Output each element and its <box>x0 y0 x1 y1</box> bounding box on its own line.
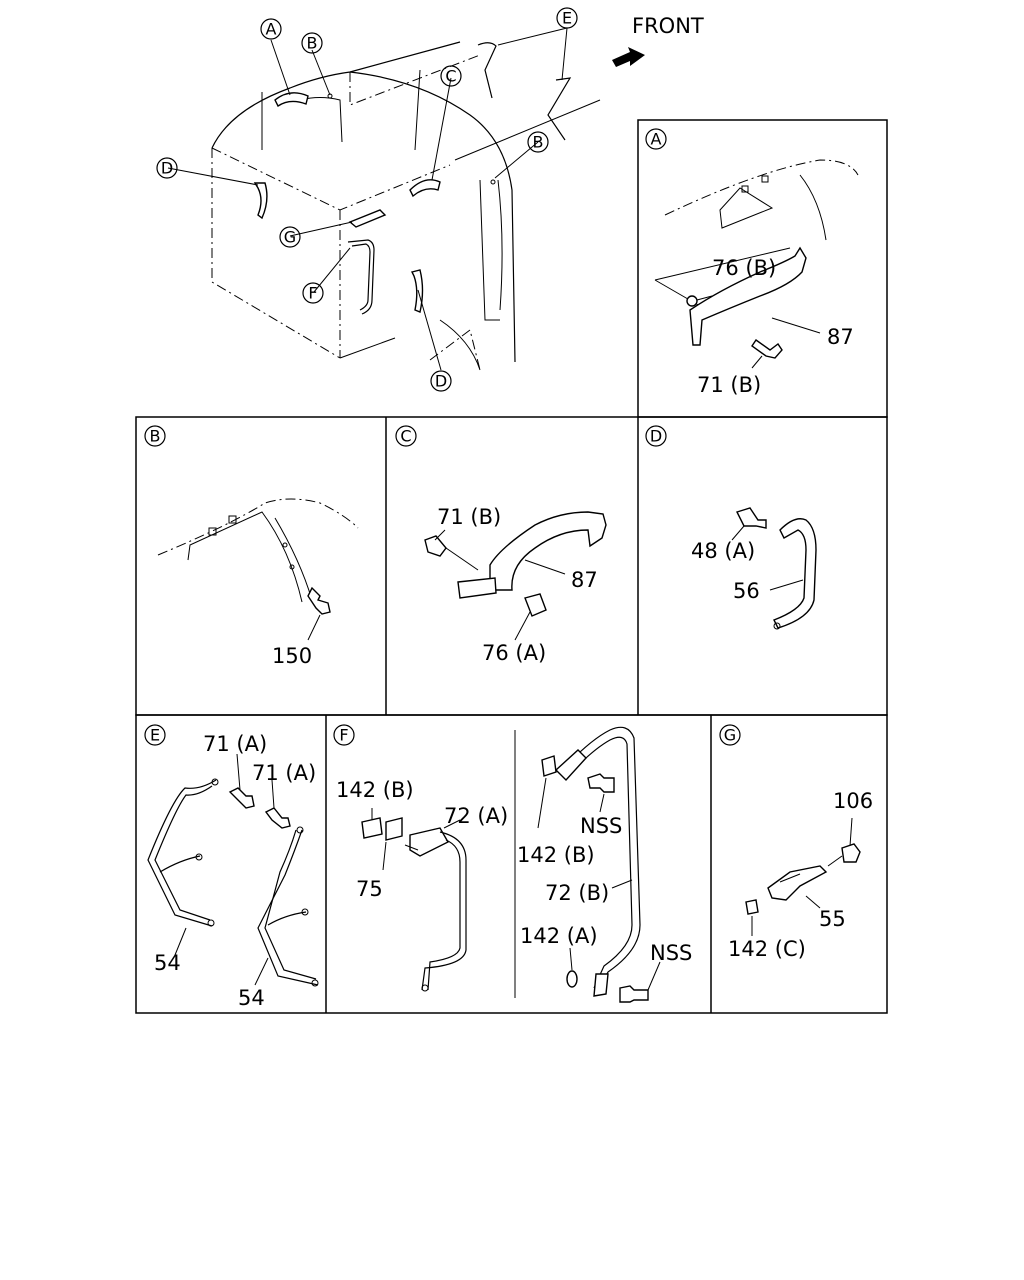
panel-frames <box>135 119 888 1014</box>
detail-panel-d: D 48 (A) 56 <box>645 425 817 630</box>
panel-e-label-71a-left: 71 (A) <box>203 732 267 756</box>
panel-f-label-72b: 72 (B) <box>545 881 609 905</box>
panel-f-label-142a: 142 (A) <box>520 924 598 948</box>
panel-b-letter: B <box>144 425 166 447</box>
overview-callout-e: E <box>556 7 578 29</box>
overview-callout-d-left: D <box>156 157 178 179</box>
front-label: FRONT <box>632 14 704 38</box>
overview-callout-d-bottom-text: D <box>435 372 447 391</box>
panel-c-letter: C <box>395 425 417 447</box>
overview-callout-d-bottom: D <box>430 370 452 392</box>
panel-g-label-106: 106 <box>833 789 873 813</box>
panel-f-label-142b-left: 142 (B) <box>336 778 414 802</box>
panel-g-letter-text: G <box>724 726 736 745</box>
overview-callout-b-top: B <box>301 32 323 54</box>
cab-overview: A B C D E B G F <box>156 7 601 392</box>
panel-a-letter-text: A <box>651 130 662 149</box>
panel-c-label-71b: 71 (B) <box>437 505 501 529</box>
panel-a-label-71b: 71 (B) <box>697 373 761 397</box>
panel-d-letter: D <box>645 425 667 447</box>
panel-e-letter: E <box>144 724 166 746</box>
overview-callout-b-top-text: B <box>307 34 318 53</box>
overview-callout-f: F <box>302 282 324 304</box>
overview-callout-g: G <box>279 226 301 248</box>
panel-f-label-142b-right: 142 (B) <box>517 843 595 867</box>
overview-callout-d-left-text: D <box>161 159 173 178</box>
panel-c-label-76a: 76 (A) <box>482 641 546 665</box>
detail-panel-a: A 76 (B) 87 71 (B) <box>645 128 859 397</box>
panel-e-letter-text: E <box>150 726 160 745</box>
overview-callout-c-text: C <box>445 67 456 86</box>
detail-panel-e: E 71 (A) 71 (A) 54 54 <box>144 724 319 1010</box>
panel-f-label-nss-top: NSS <box>580 814 622 838</box>
overview-callout-b-right: B <box>527 131 549 153</box>
overview-callout-e-text: E <box>562 9 572 28</box>
panel-f-letter: F <box>333 724 355 746</box>
overview-callout-b-right-text: B <box>533 133 544 152</box>
overview-callout-a: A <box>260 18 282 40</box>
detail-panel-f: F 142 (B) 72 (A) 75 142 (B) NSS 72 (B) 1… <box>333 724 692 1003</box>
panel-c-label-87: 87 <box>571 568 598 592</box>
panel-f-label-72a: 72 (A) <box>444 804 508 828</box>
panel-f-label-75: 75 <box>356 877 383 901</box>
overview-callout-f-text: F <box>308 284 317 303</box>
overview-callout-c: C <box>440 65 462 87</box>
detail-panel-c: C 71 (B) 87 76 (A) <box>395 425 607 665</box>
panel-b-letter-text: B <box>150 427 161 446</box>
detail-panel-g: G 106 55 142 (C) <box>719 724 873 961</box>
front-arrow-icon <box>612 47 645 67</box>
panel-g-label-55: 55 <box>819 907 846 931</box>
panel-e-label-71a-right: 71 (A) <box>252 761 316 785</box>
overview-callout-g-text: G <box>284 228 296 247</box>
panel-a-label-76b: 76 (B) <box>712 256 776 280</box>
panel-e-label-54-left: 54 <box>154 951 181 975</box>
panel-a-letter: A <box>645 128 667 150</box>
panel-d-label-48a: 48 (A) <box>691 539 755 563</box>
panel-d-label-56: 56 <box>733 579 760 603</box>
panel-f-letter-text: F <box>339 726 348 745</box>
front-indicator: FRONT <box>612 14 704 67</box>
overview-callout-a-text: A <box>266 20 277 39</box>
panel-g-label-142c: 142 (C) <box>728 937 806 961</box>
panel-a-label-87: 87 <box>827 325 854 349</box>
panel-f-label-nss-bottom: NSS <box>650 941 692 965</box>
panel-d-letter-text: D <box>650 427 662 446</box>
panel-e-label-54-right: 54 <box>238 986 265 1010</box>
panel-b-label-150: 150 <box>272 644 312 668</box>
panel-g-letter: G <box>719 724 741 746</box>
panel-c-letter-text: C <box>400 427 411 446</box>
detail-panel-b: B 150 <box>144 425 359 668</box>
